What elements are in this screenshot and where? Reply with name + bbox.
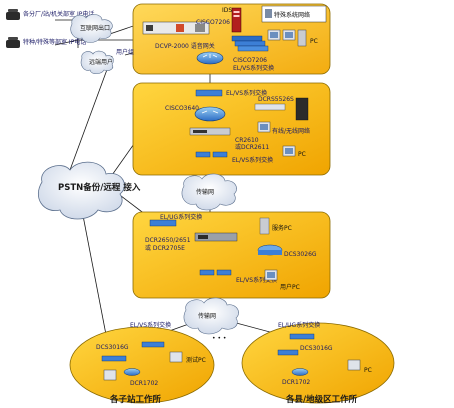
site-left-dcs-label: DCS3016G [96, 344, 129, 351]
remote-user-label: 远端用户 [89, 58, 113, 66]
distribution-block: EL/VS系列交换 CISCO3640 DCRS5526S 有线/无线网络 CR… [132, 82, 331, 176]
core-network-block: IDS DCVP-2000 语音网关 CISCO7206 CISCO7206 E… [132, 3, 331, 75]
block2-switch-top-label: EL/VS系列交换 [226, 89, 267, 97]
block3-switch-top-label: EL/UG系列交换 [160, 213, 202, 221]
site-right-name: 各县/地级区工作所 [285, 394, 358, 405]
site-left-switch-icon [141, 341, 165, 348]
core-router-b-label: CISCO7206 [233, 57, 267, 64]
cr-label-1: CR2610 [235, 137, 259, 144]
voice-gateway-label: DCVP-2000 语音网关 [155, 42, 215, 50]
block2-switch-bottom-label: EL/VS系列交换 [232, 156, 273, 164]
site-left-router-label: DCR1702 [130, 380, 158, 387]
site-left-switch-label: EL/VS系列交换 [130, 321, 171, 329]
distribution-router-icon [194, 106, 226, 122]
dcs-label: DCS3026G [284, 251, 317, 258]
site-left-pc-icon [169, 351, 183, 363]
block2-pc-icon [282, 145, 296, 157]
site-left-pc-label: 测试PC [186, 356, 206, 364]
block3-router-label-2: 或 DCR2705E [145, 244, 185, 252]
pstn-cloud-icon [37, 161, 125, 220]
dcrs-label: DCRS5526S [258, 96, 294, 103]
block2-pc-label: PC [298, 151, 306, 158]
cr-router-icon [189, 127, 231, 136]
pstn-cloud-text: PSTN备份/远程 接入 [58, 182, 141, 193]
remote-user-cloud-icon [80, 50, 114, 75]
internet-exit-label: 互联网出口 [80, 24, 110, 32]
site-right-pc-label: PC [364, 367, 372, 374]
site-right-ellipse: EL/UG系列交换 DCS3016G PC DCR1702 各县/地级区工作所 [241, 321, 395, 405]
special-network-label: 特殊系统网络 [274, 11, 310, 19]
site-left-pc2-icon [103, 369, 117, 381]
ellipsis-dots: • • • [212, 335, 226, 342]
firewall-device-icon [142, 21, 210, 35]
core-router-a-label: CISCO7206 [196, 19, 230, 26]
switch-stack-icon [231, 35, 269, 52]
block2-router-label: CISCO3640 [165, 105, 199, 112]
site-right-dcs-label: DCS3016G [300, 345, 333, 352]
user-pc-icon [264, 269, 278, 281]
site-left-name: 各子站工作所 [109, 394, 162, 405]
ids-server-icon [231, 7, 242, 33]
wireless-pc-icon [257, 121, 271, 133]
block2-sub-label: 有线/无线网络 [272, 127, 310, 135]
site-right-dcs-icon [277, 349, 299, 356]
transport-cloud-2-icon [183, 297, 239, 335]
site-right-router-label: DCR1702 [282, 379, 310, 386]
pstn-cloud-label: PSTN备份/远程 接入 [58, 182, 141, 193]
special-network-box [261, 5, 327, 23]
site-left-ellipse: EL/VS系列交换 DCS3016G 测试PC DCR1702 各子站工作所 [69, 321, 215, 405]
site-right-router-icon [291, 368, 309, 376]
internet-cloud-icon [70, 14, 113, 43]
core-router-icon [196, 51, 224, 65]
user-pc-label: 用户PC [280, 283, 300, 291]
distribution-switch-icon [195, 89, 223, 97]
site-left-dcs-icon [101, 355, 127, 362]
site-right-pc-icon [347, 359, 361, 371]
transport-2-label: 传输网 [198, 312, 216, 320]
regional-access-switch-icon [199, 269, 232, 276]
site-right-switch-icon [289, 333, 315, 340]
site-right-switch-label: EL/UG系列交换 [278, 321, 320, 329]
server-pc-icon [259, 217, 270, 235]
regional-block: EL/UG系列交换 DCR2650/2651 或 DCR2705E 服务PC D… [132, 211, 331, 299]
dcs-switch-icon [257, 244, 283, 256]
site-left-router-icon [123, 368, 141, 376]
regional-switch-icon [149, 219, 177, 227]
block3-switch-bottom-label: EL/VS系列交换 [236, 276, 277, 284]
dcrs-switch-icon [254, 97, 309, 121]
core-switch-label: EL/VS系列交换 [233, 64, 274, 72]
server-pc-label: 服务PC [272, 224, 292, 232]
cr-label-2: 或DCR2611 [235, 143, 269, 151]
block1-pc-label: PC [310, 38, 318, 45]
block3-router-label-1: DCR2650/2651 [145, 237, 191, 244]
user-group-label: 用户组 [116, 48, 134, 56]
ip-phone-label-2: 特种/特殊等部室 IP电话 [23, 38, 86, 46]
ip-phone-label-1: 各分厂/站/机关部室 IP电话 [23, 10, 94, 18]
transport-1-label: 传输网 [196, 188, 214, 196]
transport-cloud-1-icon [181, 173, 237, 211]
access-switch-row-icon [195, 151, 228, 158]
ids-label: IDS [222, 7, 232, 14]
ip-phone-icon [6, 9, 20, 48]
pc-icon [267, 29, 307, 47]
regional-router-icon [194, 232, 238, 242]
